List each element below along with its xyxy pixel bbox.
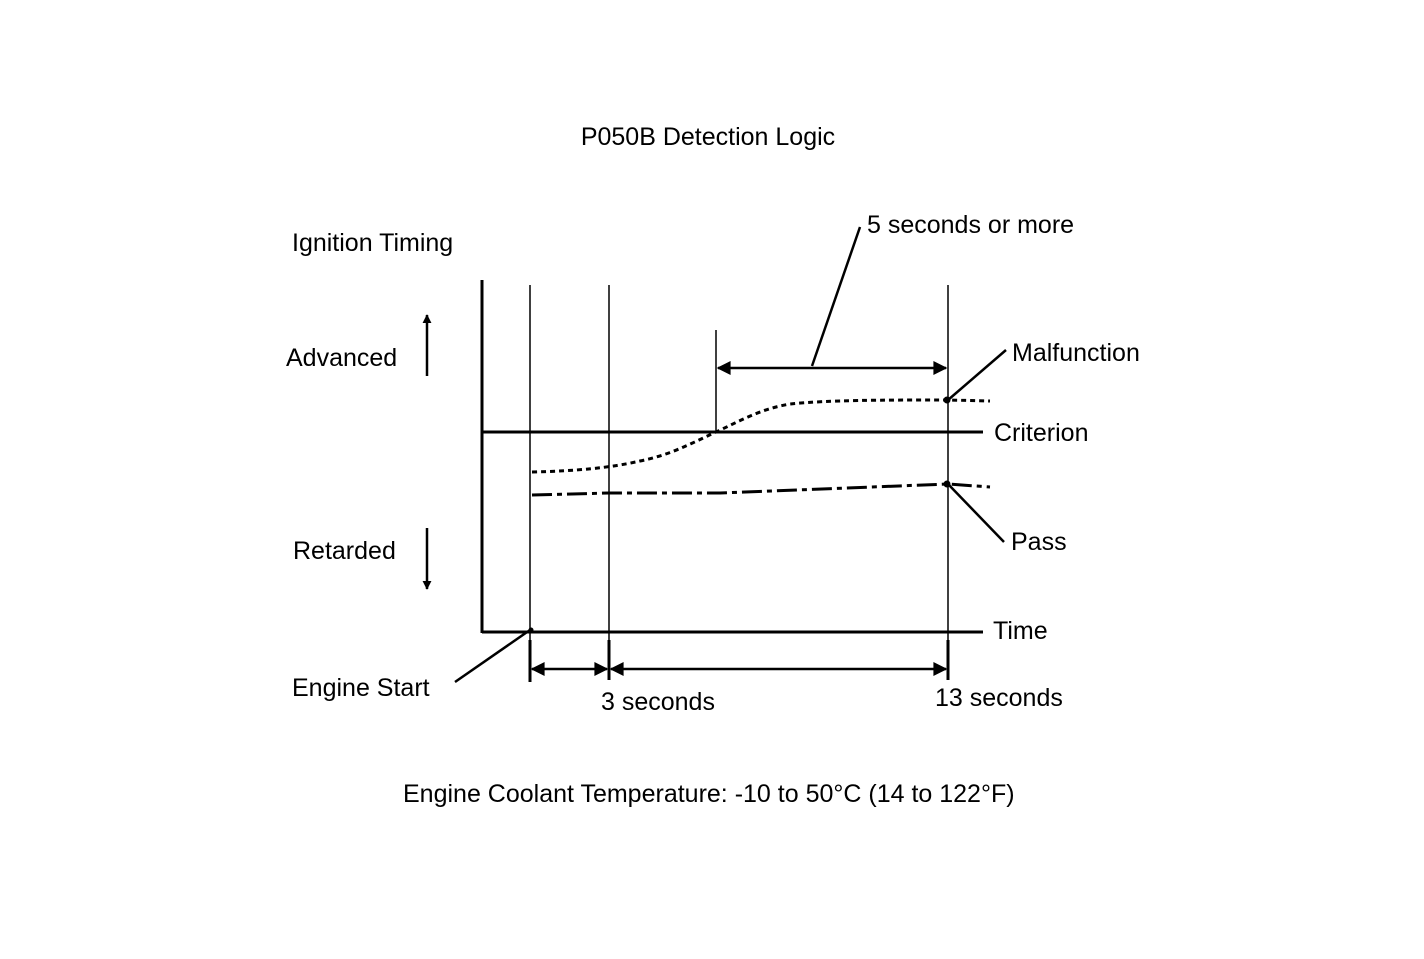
criterion-label: Criterion	[994, 419, 1088, 447]
y-axis-label: Ignition Timing	[292, 229, 453, 257]
duration-leader	[810, 226, 862, 367]
advanced-label: Advanced	[286, 344, 397, 372]
malfunction-label: Malfunction	[1012, 339, 1140, 367]
pass-leader	[947, 483, 1005, 543]
malfunction-curve	[531, 398, 991, 474]
coolant-condition-label: Engine Coolant Temperature: -10 to 50°C …	[403, 780, 1015, 808]
duration-label: 5 seconds or more	[867, 211, 1074, 239]
thirteen-seconds-label: 13 seconds	[935, 684, 1063, 712]
malfunction-leader	[947, 349, 1007, 401]
diagram-title: P050B Detection Logic	[581, 123, 835, 151]
retarded-label: Retarded	[293, 537, 396, 565]
time-label: Time	[993, 617, 1048, 645]
pass-curve	[531, 482, 991, 497]
three-seconds-label: 3 seconds	[601, 688, 715, 716]
pass-label: Pass	[1011, 528, 1067, 556]
engine-start-leader	[454, 628, 531, 684]
engine-start-label: Engine Start	[292, 674, 430, 702]
